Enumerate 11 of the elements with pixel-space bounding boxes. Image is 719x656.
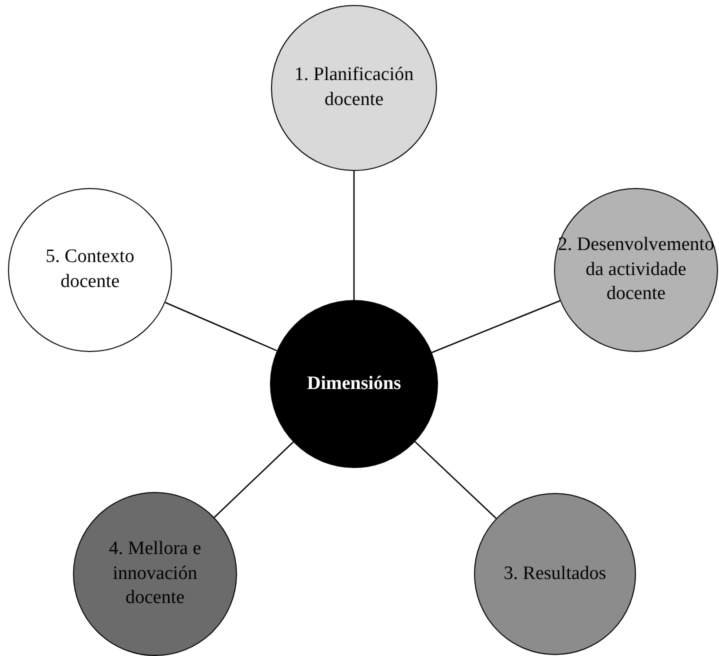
connector-line xyxy=(165,302,278,352)
connector-line xyxy=(432,300,560,354)
circle-label: 1. Planificación docente xyxy=(293,63,415,112)
connector-line xyxy=(214,442,294,518)
circle-label: 5. Contexto docente xyxy=(44,245,136,294)
circle-label: 2. Desenvolvemento da actividade docente xyxy=(556,232,716,306)
circle-label: 3. Resultados xyxy=(502,562,608,586)
connector-line xyxy=(353,171,355,300)
circle-label: 4. Mellora e innovación docente xyxy=(108,536,202,610)
circle-label: Dimensións xyxy=(306,372,402,396)
connector-line xyxy=(414,441,497,519)
